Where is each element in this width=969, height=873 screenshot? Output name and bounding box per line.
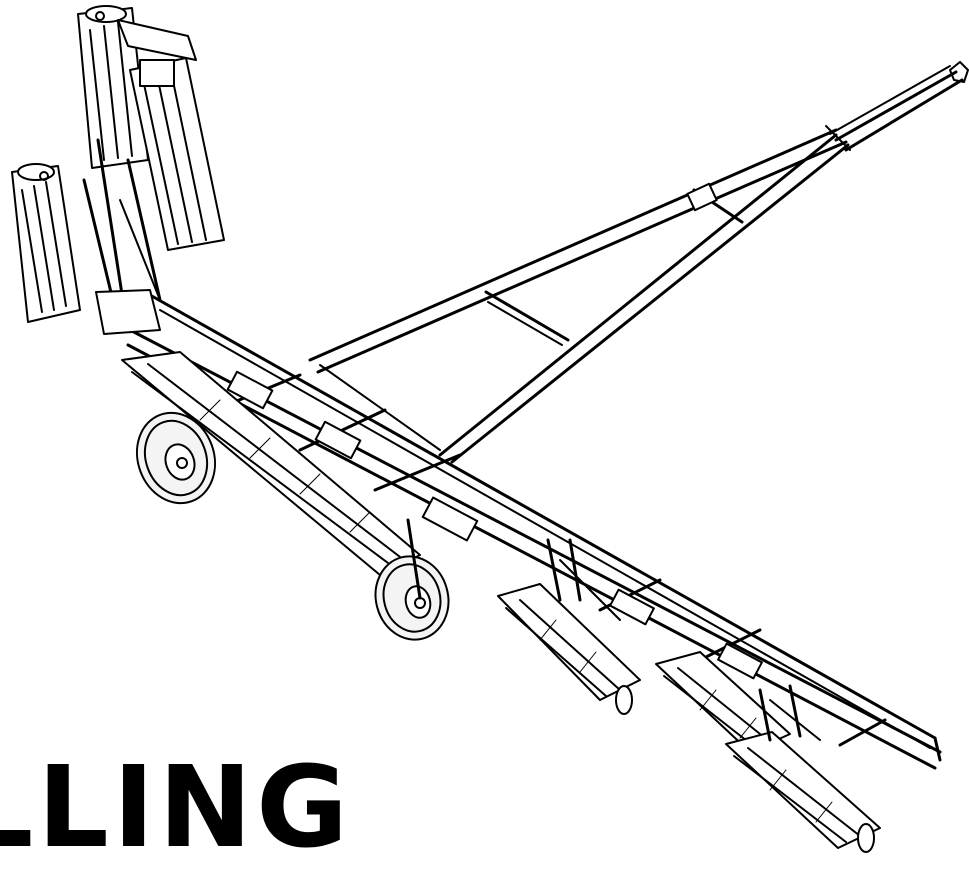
right-transport-wheel [374,518,450,641]
wing-hinges [546,538,821,742]
main-toolbar [126,293,942,770]
folded-wing [11,5,225,335]
right-wing-rollers [497,583,881,853]
a-frame [308,125,851,464]
caption-text: LLING [0,743,353,873]
center-rollers [121,351,421,576]
left-transport-wheel [135,411,217,505]
drawbar [829,61,969,152]
